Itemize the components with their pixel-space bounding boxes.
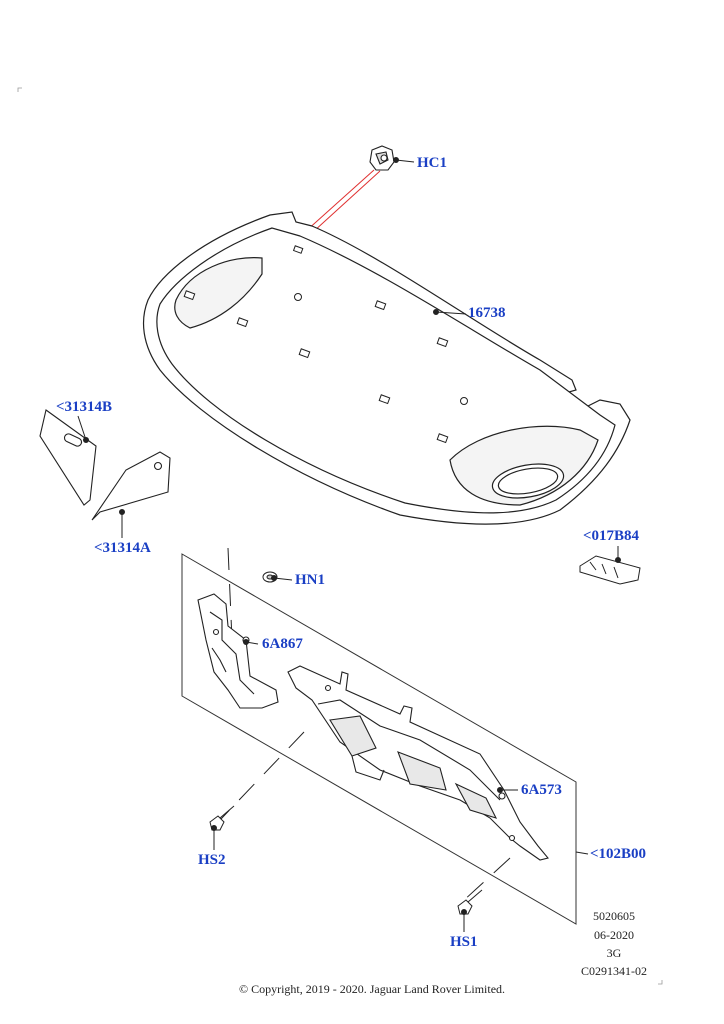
callout-102b00[interactable]: <102B00 — [590, 846, 647, 862]
diagram-code: 5020605 — [593, 909, 635, 923]
leader-lines — [77, 157, 621, 932]
callout-hs1[interactable]: HS1 — [450, 934, 478, 950]
crop-marks — [17, 87, 663, 985]
copyright-notice: © Copyright, 2019 - 2020. Jaguar Land Ro… — [238, 982, 506, 996]
callout-017b84[interactable]: <017B84 — [583, 528, 640, 544]
pad-31314a — [91, 451, 171, 521]
diagram-revision: 3G — [606, 946, 622, 960]
pad-31314b — [39, 409, 97, 506]
clip-hc1-part — [369, 145, 395, 171]
callout-6a867[interactable]: 6A867 — [262, 636, 303, 652]
tailgate-trim-panel — [142, 211, 631, 525]
reinforcement-6a573 — [287, 665, 549, 861]
callout-hc1[interactable]: HC1 — [417, 155, 447, 171]
diagram-date: 06-2020 — [594, 928, 634, 942]
callout-31314b[interactable]: <31314B — [56, 399, 113, 415]
exploded-frame — [181, 553, 577, 925]
callout-16738[interactable]: 16738 — [468, 305, 506, 321]
callout-hs2[interactable]: HS2 — [198, 852, 226, 868]
callout-6a573[interactable]: 6A573 — [521, 782, 562, 798]
bracket-017b84 — [579, 555, 641, 585]
callout-hn1[interactable]: HN1 — [295, 572, 325, 588]
bracket-6a867 — [197, 593, 279, 709]
assembly-lines — [219, 547, 511, 903]
diagram-reference: C0291341-02 — [581, 964, 647, 978]
panel-slots — [183, 245, 468, 444]
callout-31314a[interactable]: <31314A — [94, 540, 151, 556]
nut-hn1-part — [262, 571, 278, 583]
